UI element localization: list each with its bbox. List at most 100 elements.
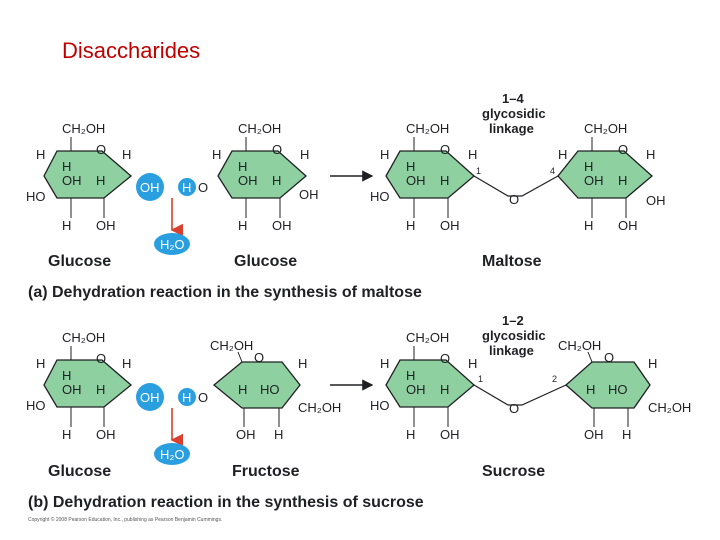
glucose-ring-right [557, 150, 653, 199]
hydrogen-label: H [182, 390, 191, 405]
h-label: H [238, 218, 247, 233]
ho-label: HO [26, 189, 46, 204]
ring-oxygen-label: O [272, 142, 282, 157]
oh-label: OH [440, 427, 460, 442]
h-label: H [468, 147, 477, 162]
ch2oh-label: CH₂OH [62, 121, 105, 136]
ring-oxygen-label: O [254, 350, 264, 365]
oh-label: OH [272, 218, 292, 233]
ch2oh-label: CH₂OH [238, 121, 281, 136]
ch2oh-label: CH₂OH [648, 400, 691, 415]
h-label: H [584, 159, 593, 174]
linkage-number: 1–2 [502, 313, 524, 328]
hydroxyl-highlight [136, 173, 164, 201]
ring-oxygen-label: O [440, 351, 450, 366]
h-label: H [380, 356, 389, 371]
ring-o-label: O [198, 180, 208, 195]
fructose-ring [212, 361, 301, 409]
h-label: H [36, 356, 45, 371]
ch2oh-label: CH₂OH [406, 330, 449, 345]
maltose-molecule: CH₂OH O H H OH H H HO H OH 1 O 4 CH₂OH O… [370, 121, 666, 233]
ch2oh-label: CH₂OH [584, 121, 627, 136]
hydrogen-highlight [178, 388, 196, 406]
h-label: H [272, 173, 281, 188]
linkage-number: 1–4 [502, 91, 524, 106]
water-label: H₂O [160, 237, 185, 252]
ch2oh-label: CH₂OH [62, 330, 105, 345]
ring-o-label: O [198, 390, 208, 405]
oh-label: OH [584, 173, 604, 188]
bridge-oxygen-label: O [509, 192, 519, 207]
reactant2-name: Glucose [234, 253, 297, 270]
copyright-notice: Copyright © 2008 Pearson Education, Inc.… [28, 516, 222, 523]
fructose-molecule: CH₂OH O H O H HO CH₂OH OH H [198, 338, 341, 442]
h-label: H [96, 173, 105, 188]
ring-oxygen-label: O [96, 142, 106, 157]
ho-label: HO [608, 382, 628, 397]
hydroxyl-label: OH [140, 180, 160, 195]
h-label: H [298, 356, 307, 371]
water-label: H₂O [160, 447, 185, 462]
oh-label: OH [618, 218, 638, 233]
oh-label: OH [62, 173, 82, 188]
ring-oxygen-label: O [96, 351, 106, 366]
glucose-ring [43, 359, 133, 408]
glucose-molecule-a2: CH₂OH O H H OH H H O OH H OH [198, 121, 319, 233]
glucose-ring-left [385, 150, 475, 199]
linkage-label-b: 1–2 glycosidic linkage [482, 313, 546, 358]
glycosidic-bond [473, 175, 559, 197]
h-label: H [36, 147, 45, 162]
linkage-word: glycosidic [482, 106, 546, 121]
ch2oh-label: CH₂OH [406, 121, 449, 136]
hydrogen-label: H [182, 180, 191, 195]
h-label: H [62, 159, 71, 174]
h-label: H [406, 218, 415, 233]
h-label: H [646, 147, 655, 162]
product-name: Maltose [482, 253, 542, 270]
h-label: H [406, 368, 415, 383]
ring-oxygen-label: O [604, 350, 614, 365]
carbon-number-left: 1 [478, 374, 483, 384]
linkage-word: glycosidic [482, 328, 546, 343]
oh-label: OH [96, 427, 116, 442]
h-label: H [618, 173, 627, 188]
hydroxyl-label: OH [140, 390, 160, 405]
sucrose-molecule: CH₂OH O H H OH H H HO H OH 1 O 2 CH₂OH O… [370, 330, 691, 442]
oh-label: OH [62, 382, 82, 397]
reactant2-name: Fructose [232, 463, 300, 480]
hydroxyl-highlight [136, 383, 164, 411]
h-label: H [380, 147, 389, 162]
h-label: H [62, 427, 71, 442]
glucose-ring [385, 359, 475, 408]
product-name: Sucrose [482, 463, 545, 480]
glucose-molecule-a1: CH₂OH O H H OH H H HO H OH [26, 121, 133, 233]
oh-label: OH [584, 427, 604, 442]
ring-oxygen-label: O [618, 142, 628, 157]
h-label: H [406, 159, 415, 174]
water-removal-a: OH H H₂O [136, 173, 196, 255]
ch2oh-label: CH₂OH [558, 338, 601, 353]
water-highlight [154, 443, 190, 465]
carbon-number-right: 4 [550, 166, 555, 176]
h-label: H [62, 368, 71, 383]
ho-label: HO [260, 382, 280, 397]
linkage-word2: linkage [489, 121, 534, 136]
carbon-number-right: 2 [552, 374, 557, 384]
glucose-molecule-b: CH₂OH O H H OH H H HO H OH [26, 330, 133, 442]
h-label: H [586, 382, 595, 397]
h-label: H [96, 382, 105, 397]
reactant1-name: Glucose [48, 463, 111, 480]
h-label: H [440, 173, 449, 188]
h-label: H [212, 147, 221, 162]
carbon-number-left: 1 [476, 166, 481, 176]
bridge-oxygen-label: O [509, 401, 519, 416]
h-label: H [62, 218, 71, 233]
water-removal-b: OH H H₂O [136, 383, 196, 465]
oh-label: OH [96, 218, 116, 233]
oh-label: OH [236, 427, 256, 442]
h-label: H [440, 382, 449, 397]
ch2oh-label: CH₂OH [298, 400, 341, 415]
ho-label: HO [26, 398, 46, 413]
linkage-label-a: 1–4 glycosidic linkage [482, 91, 546, 136]
